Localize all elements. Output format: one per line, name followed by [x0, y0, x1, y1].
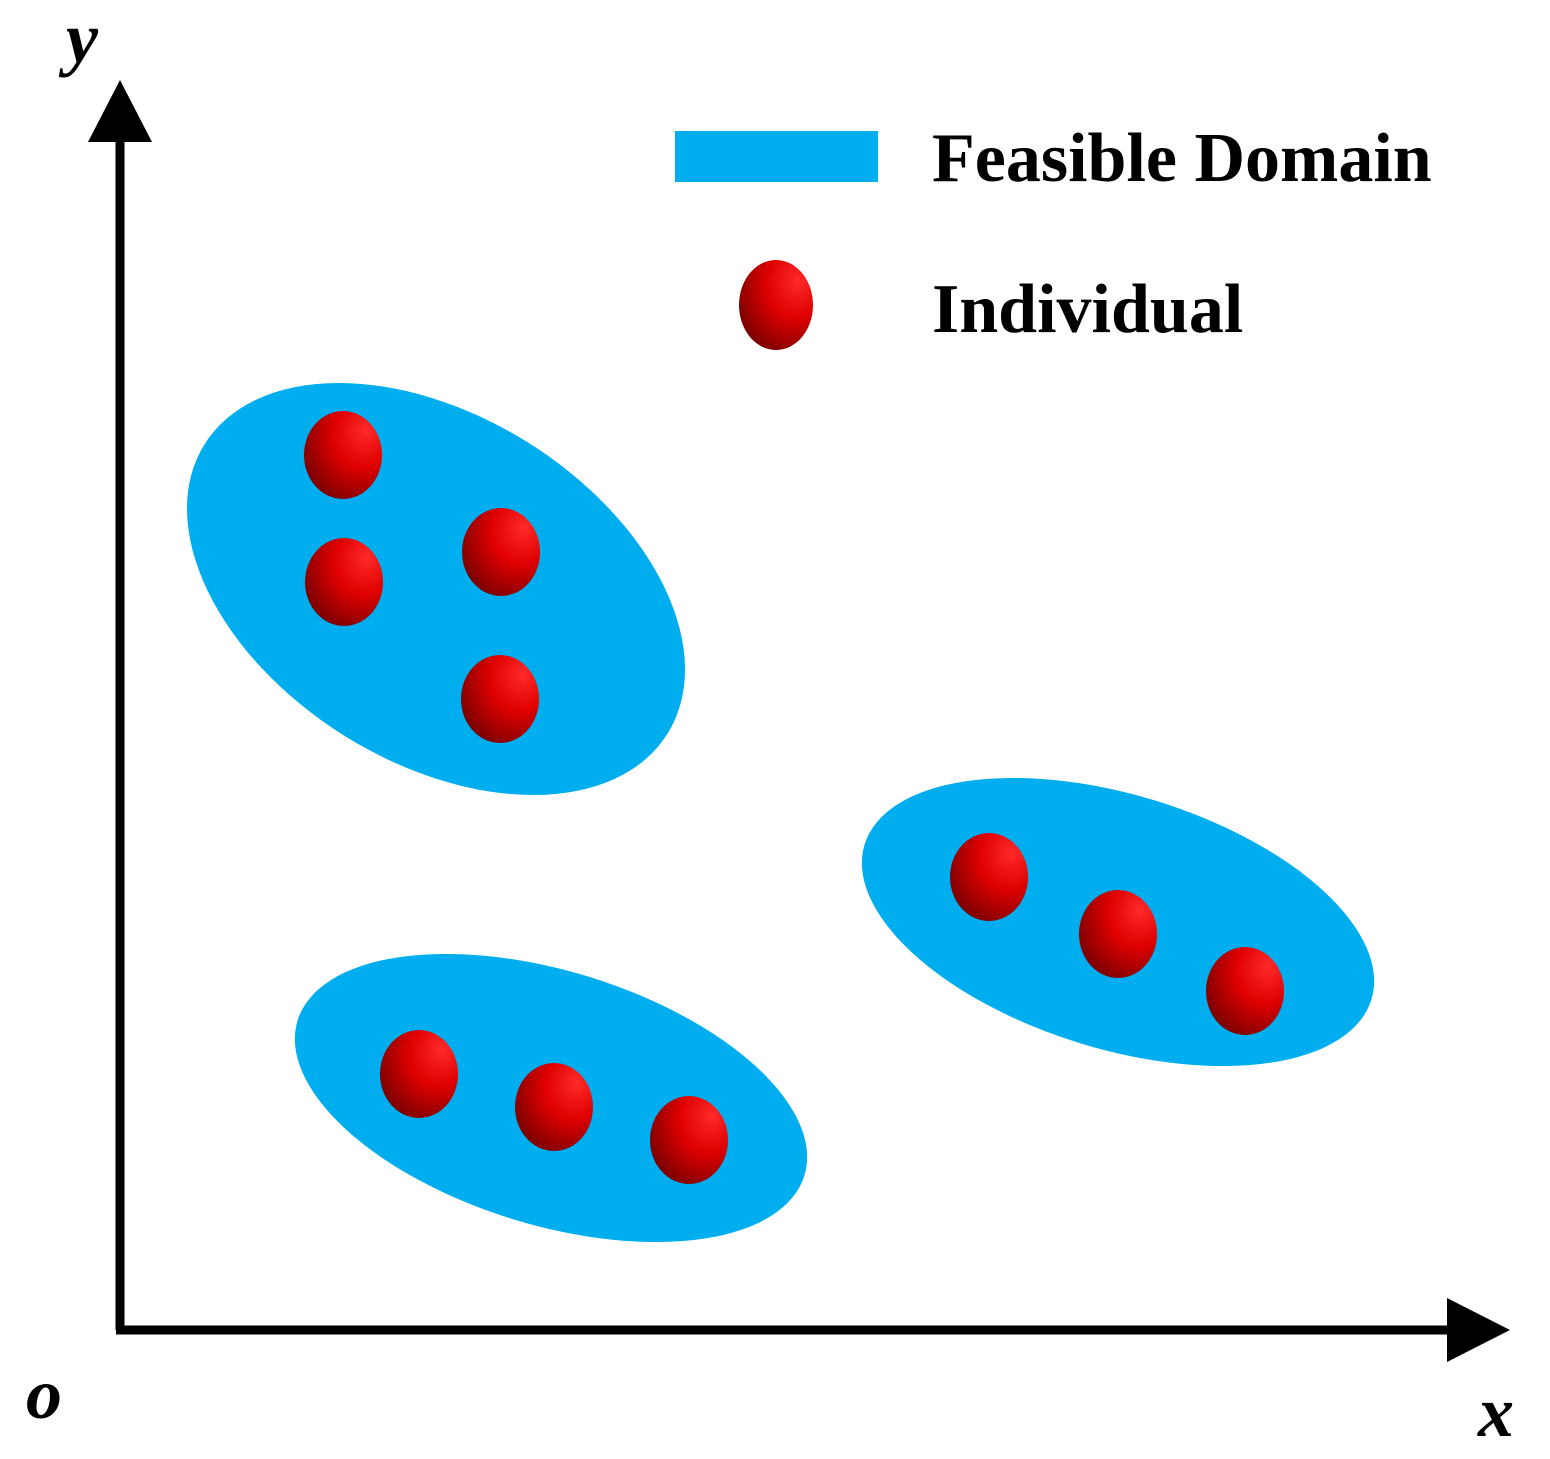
- individual: [380, 1030, 458, 1118]
- y-axis-arrow-icon: [88, 80, 152, 142]
- axes: y x o: [26, 0, 1514, 1452]
- legend: Feasible Domain Individual: [675, 120, 1432, 350]
- y-axis-label: y: [58, 0, 99, 78]
- individual: [650, 1096, 728, 1184]
- individual: [304, 411, 382, 499]
- legend-domain-swatch: [675, 131, 878, 182]
- individual: [515, 1063, 593, 1151]
- individual: [1206, 947, 1284, 1035]
- legend-individual-icon: [739, 260, 813, 350]
- individuals: [304, 411, 1284, 1184]
- feasible-domain-upper-left: [186, 382, 686, 796]
- individual: [462, 508, 540, 596]
- legend-domain-label: Feasible Domain: [932, 120, 1432, 197]
- origin-label: o: [26, 1354, 62, 1434]
- individual: [950, 833, 1028, 921]
- individual: [1079, 890, 1157, 978]
- individual: [305, 538, 383, 626]
- individual: [461, 655, 539, 743]
- legend-individual-label: Individual: [932, 271, 1243, 348]
- x-axis-label: x: [1477, 1372, 1514, 1452]
- x-axis-arrow-icon: [1447, 1298, 1510, 1362]
